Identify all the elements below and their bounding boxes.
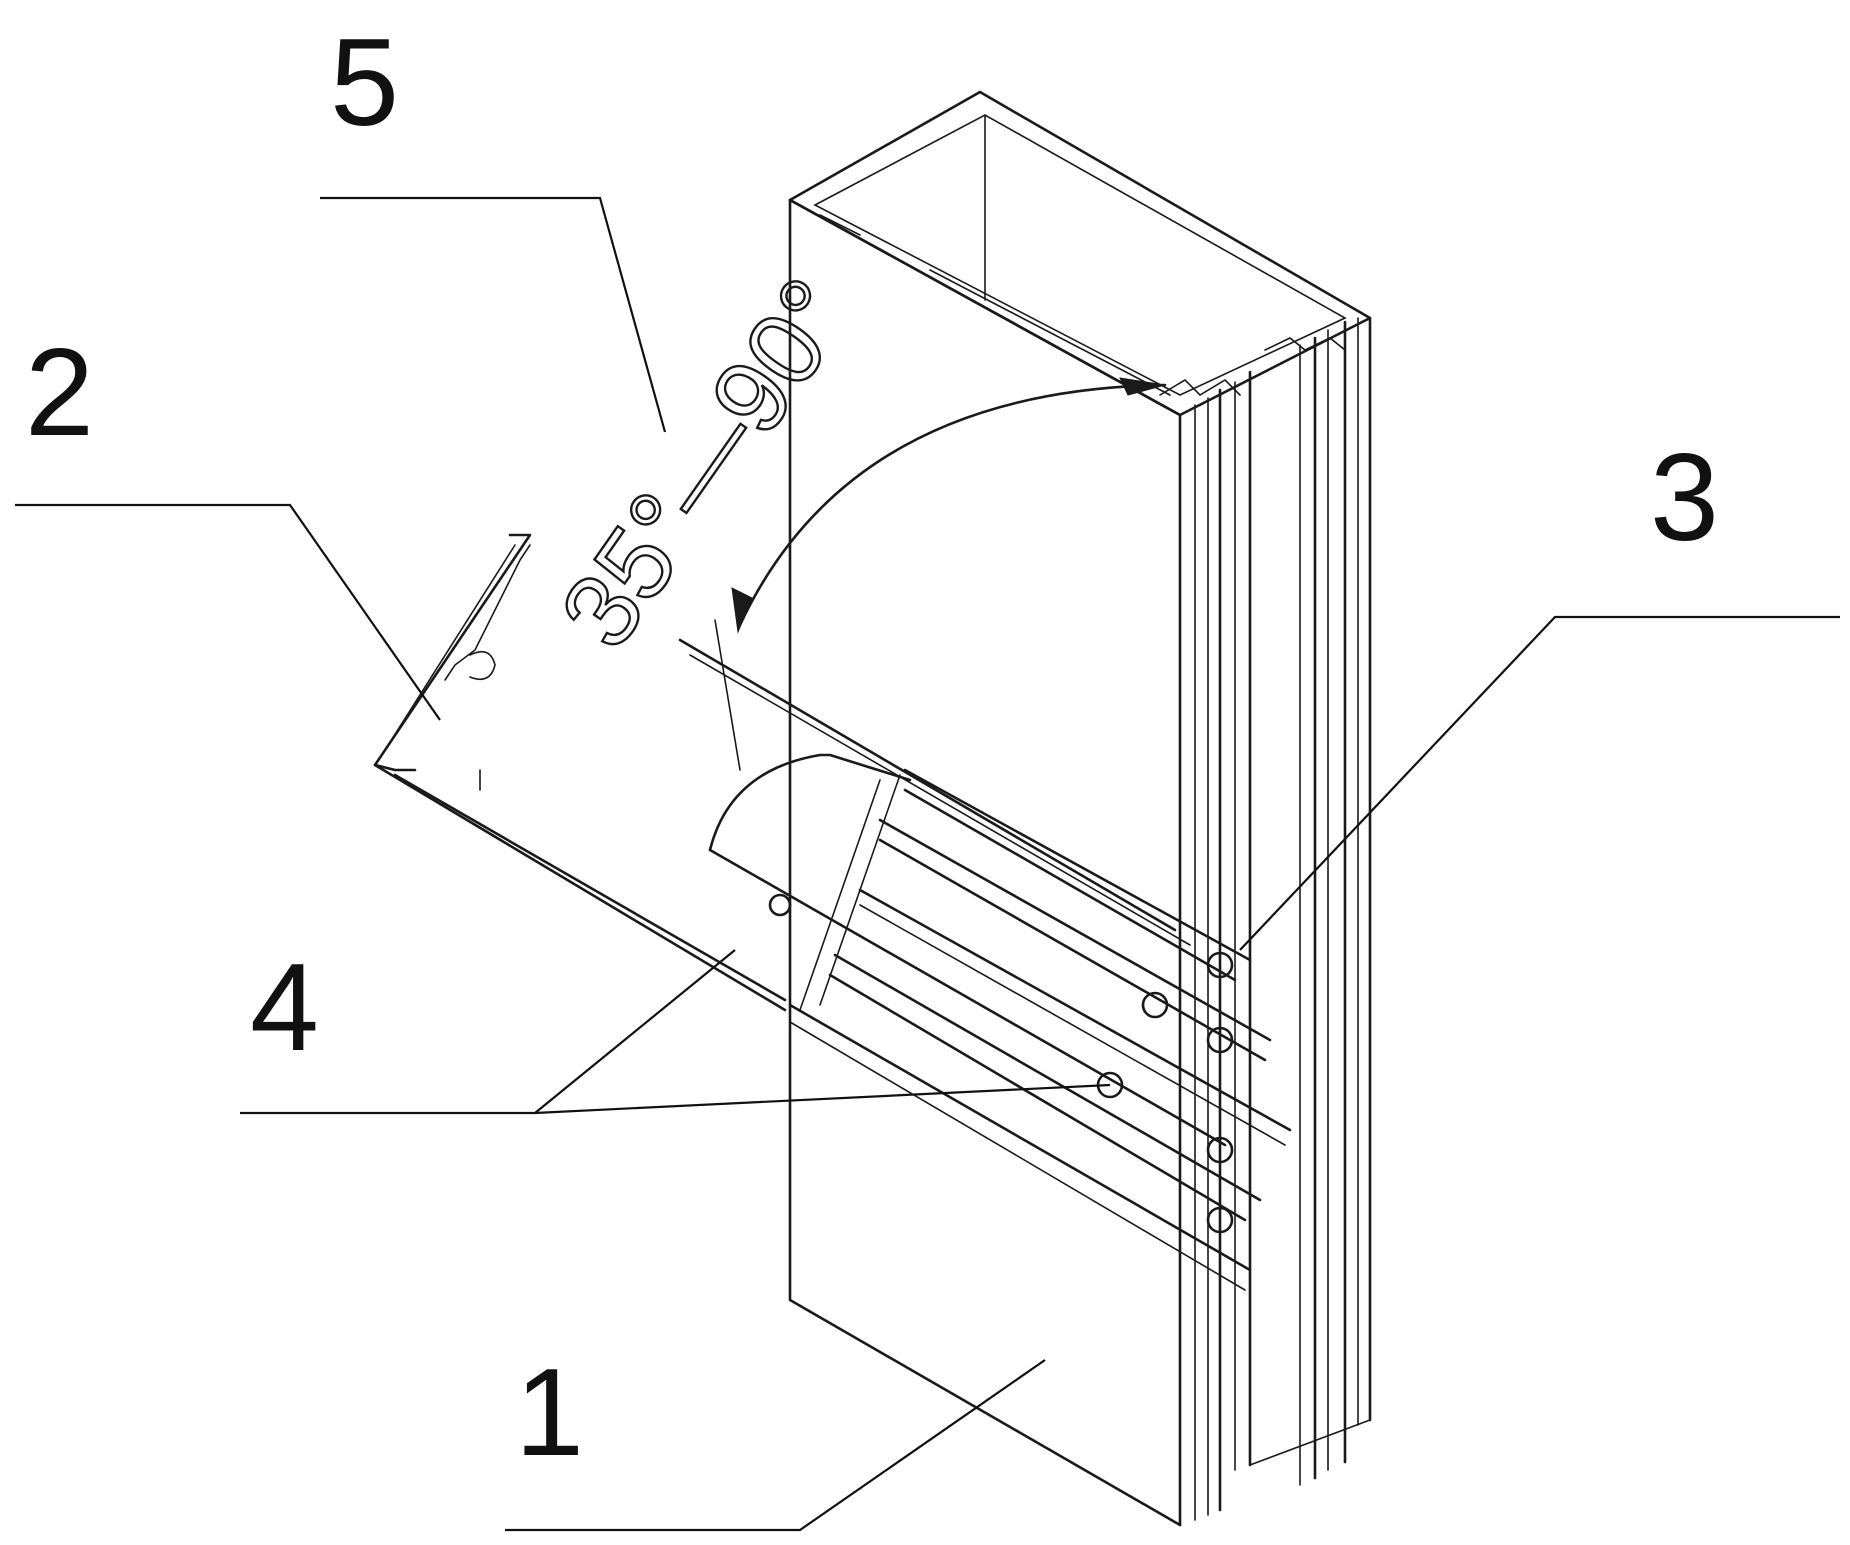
leader-5: [320, 196, 667, 433]
callout-1-label: 1: [515, 1344, 584, 1482]
leader-lines: [15, 196, 1840, 1532]
leader-4b: [534, 1083, 1111, 1115]
callout-4-label: 4: [250, 939, 319, 1077]
hinge-rods: [708, 753, 1292, 1291]
leader-3: [1239, 615, 1840, 951]
callout-labels: 1 2 3 4 5: [25, 14, 1719, 1482]
callout-3-label: 3: [1650, 429, 1719, 567]
frame-post: [788, 90, 1372, 1527]
angle-range-label: 35°—90°: [539, 259, 874, 668]
arrowhead-bottom: [731, 587, 753, 634]
leader-2: [15, 503, 441, 721]
arrowhead-top: [1119, 377, 1166, 396]
rotation-arc: 35°—90°: [538, 258, 1167, 771]
angled-profile: [373, 533, 1191, 1012]
callout-2-label: 2: [25, 324, 94, 462]
leader-1: [505, 1359, 1046, 1532]
callout-5-label: 5: [330, 14, 399, 152]
